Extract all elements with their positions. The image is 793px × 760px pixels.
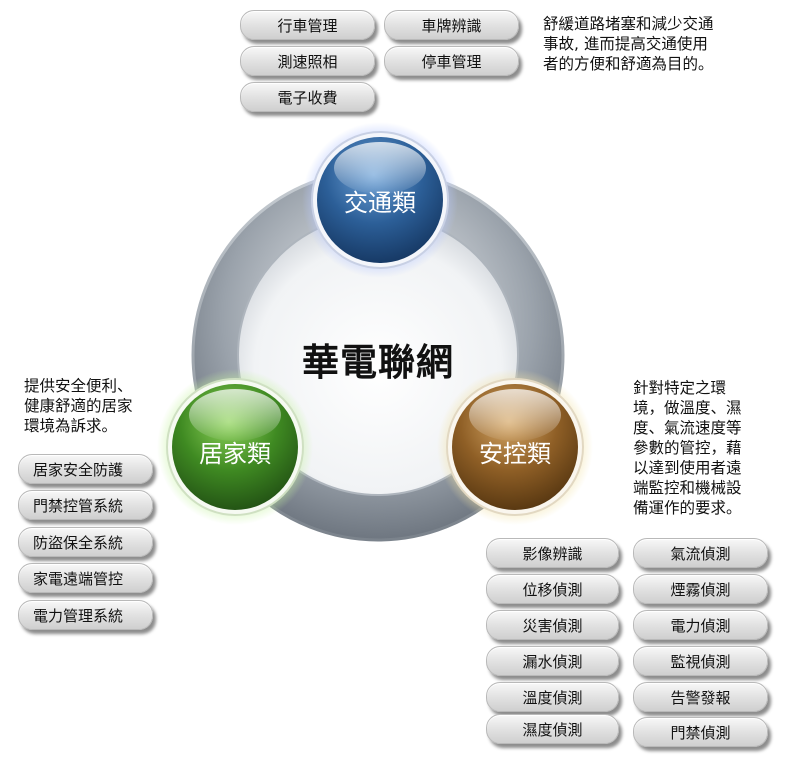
traffic-label: 交通類 [344,189,416,217]
home-ball [157,369,313,525]
home-item: 防盜保全系統 [18,527,153,557]
home-item: 家電遠端管控 [18,563,153,593]
traffic-description: 舒緩道路堵塞和減少交通 事故, 進而提高交通使用 者的方便和舒適為目的。 [543,15,714,73]
security-item: 門禁偵測 [633,717,768,747]
security-item: 漏水偵測 [486,646,619,676]
security-label: 安控類 [479,440,551,468]
traffic-item: 電子收費 [240,82,375,112]
traffic-item: 測速照相 [240,46,375,76]
security-ball [437,369,593,525]
security-item: 災害偵測 [486,610,619,640]
traffic-item: 車牌辨識 [384,10,519,40]
home-item: 電力管理系統 [18,600,153,630]
security-item: 位移偵測 [486,574,619,604]
home-item: 居家安全防護 [18,454,153,484]
traffic-item: 停車管理 [384,46,519,76]
traffic-item: 行車管理 [240,10,375,40]
center-title: 華電聯網 [302,341,454,384]
home-label: 居家類 [199,440,271,468]
security-item: 監視偵測 [633,646,768,676]
traffic-ball [302,122,458,278]
security-description: 針對特定之環 境，做溫度、濕 度、氣流速度等 參數的管控，藉 以達到使用者遠 端… [633,379,742,517]
security-item: 電力偵測 [633,610,768,640]
security-item: 濕度偵測 [486,714,619,744]
security-item: 溫度偵測 [486,682,619,712]
security-item: 告警發報 [633,682,768,712]
security-item: 煙霧偵測 [633,574,768,604]
home-description: 提供安全便利、 健康舒適的居家 環境為訴求。 [24,377,133,435]
home-item: 門禁控管系統 [18,490,153,520]
security-item: 氣流偵測 [633,538,768,568]
security-item: 影像辨識 [486,538,619,568]
